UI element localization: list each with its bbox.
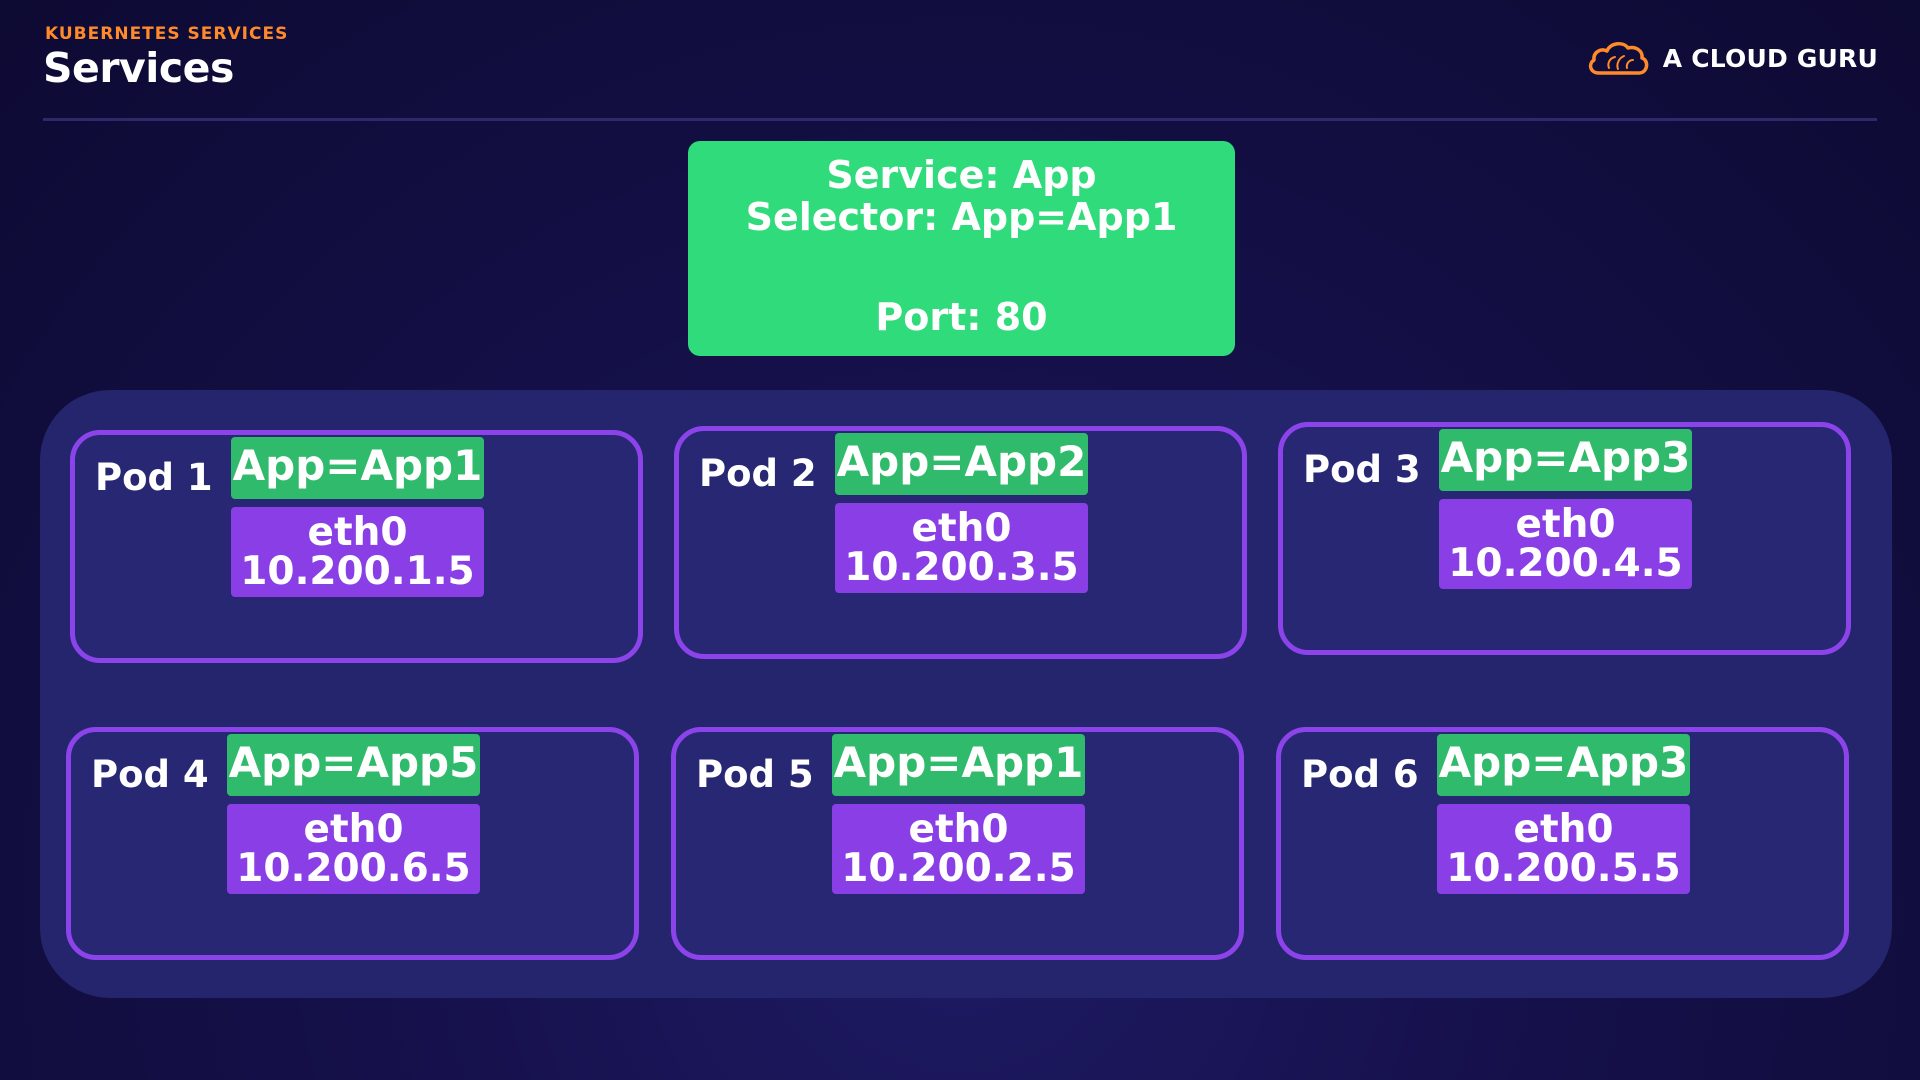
pod-label-tag: App=App1 (231, 437, 484, 499)
pod-ip: 10.200.3.5 (844, 545, 1079, 590)
pod-label-tag: App=App5 (227, 734, 480, 796)
pod-card: Pod 1 App=App1 eth0 10.200.1.5 (70, 430, 643, 663)
service-port: Port: 80 (875, 295, 1048, 339)
pod-label-tag: App=App2 (835, 433, 1088, 495)
pod-card: Pod 5 App=App1 eth0 10.200.2.5 (671, 727, 1244, 960)
interface-name: eth0 (911, 506, 1012, 551)
pod-name: Pod 6 (1301, 753, 1419, 796)
interface-name: eth0 (1515, 502, 1616, 547)
pod-name: Pod 2 (699, 452, 817, 495)
cluster-area: Pod 1 App=App1 eth0 10.200.1.5 Pod 2 App… (40, 390, 1892, 998)
brand-name: A CLOUD GURU (1662, 43, 1878, 73)
pod-card: Pod 4 App=App5 eth0 10.200.6.5 (66, 727, 639, 960)
service-name: Service: App (826, 153, 1097, 197)
interface-name: eth0 (1513, 807, 1614, 852)
service-box: Service: App Selector: App=App1 Port: 80 (688, 141, 1235, 356)
service-selector: Selector: App=App1 (745, 195, 1178, 239)
pod-card: Pod 3 App=App3 eth0 10.200.4.5 (1278, 422, 1851, 655)
pod-ip: 10.200.4.5 (1448, 541, 1683, 586)
pod-network-interface: eth0 10.200.3.5 (835, 503, 1088, 593)
pod-network-interface: eth0 10.200.4.5 (1439, 499, 1692, 589)
pod-label-tag: App=App3 (1437, 734, 1690, 796)
page-title: Services (43, 44, 234, 92)
pod-name: Pod 5 (696, 753, 814, 796)
header-divider (43, 118, 1877, 121)
slide-eyebrow: KUBERNETES SERVICES (45, 24, 289, 44)
interface-name: eth0 (303, 807, 404, 852)
pod-name: Pod 4 (91, 753, 209, 796)
pod-ip: 10.200.5.5 (1446, 846, 1681, 891)
pod-name: Pod 3 (1303, 448, 1421, 491)
cloud-logo-icon (1588, 42, 1649, 75)
interface-name: eth0 (908, 807, 1009, 852)
pod-ip: 10.200.6.5 (236, 846, 471, 891)
pod-label-tag: App=App1 (832, 734, 1085, 796)
pod-ip: 10.200.1.5 (240, 549, 475, 594)
pod-ip: 10.200.2.5 (841, 846, 1076, 891)
pod-label-tag: App=App3 (1439, 429, 1692, 491)
interface-name: eth0 (307, 510, 408, 555)
pod-network-interface: eth0 10.200.2.5 (832, 804, 1085, 894)
pod-network-interface: eth0 10.200.5.5 (1437, 804, 1690, 894)
pod-card: Pod 2 App=App2 eth0 10.200.3.5 (674, 426, 1247, 659)
pod-card: Pod 6 App=App3 eth0 10.200.5.5 (1276, 727, 1849, 960)
pod-name: Pod 1 (95, 456, 213, 499)
brand-logo: A CLOUD GURU (1585, 38, 1878, 78)
pod-network-interface: eth0 10.200.1.5 (231, 507, 484, 597)
pod-network-interface: eth0 10.200.6.5 (227, 804, 480, 894)
